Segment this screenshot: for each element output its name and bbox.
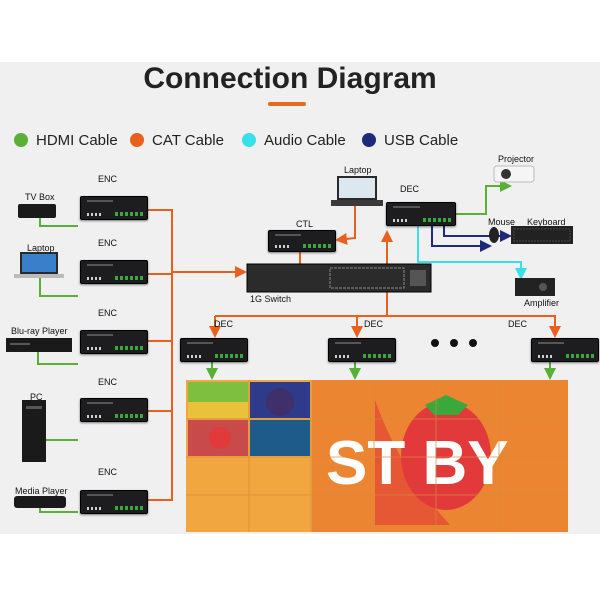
video-wall: ST BY bbox=[186, 380, 568, 532]
diagram-title: Connection Diagram bbox=[143, 62, 437, 95]
label-pc: PC bbox=[30, 392, 43, 402]
label-media-player: Media Player bbox=[15, 486, 68, 496]
decoder-1 bbox=[180, 338, 248, 362]
encoder-4 bbox=[80, 398, 148, 422]
label-mouse: Mouse bbox=[488, 217, 516, 227]
encoder-1 bbox=[80, 196, 148, 220]
label-keyboard: Keyboard bbox=[527, 217, 566, 227]
video-wall-text: ST BY bbox=[326, 429, 509, 498]
laptop-icon bbox=[331, 176, 383, 206]
legend-usb-label: USB Cable bbox=[384, 131, 459, 149]
label-tv-box: TV Box bbox=[25, 192, 55, 202]
label-projector: Projector bbox=[498, 154, 535, 164]
encoder-3 bbox=[80, 330, 148, 354]
decoder-top bbox=[386, 202, 456, 226]
label-switch: 1G Switch bbox=[250, 294, 292, 304]
label-enc-4: ENC bbox=[98, 377, 118, 387]
tv-box-icon bbox=[18, 204, 56, 218]
audio-dot-icon bbox=[242, 133, 256, 147]
label-laptop: Laptop bbox=[344, 165, 372, 175]
legend-audio-label: Audio Cable bbox=[264, 131, 346, 149]
controller-unit bbox=[268, 230, 336, 252]
label-dec-1: DEC bbox=[214, 319, 234, 329]
title-underline bbox=[268, 102, 306, 106]
label-dec-top: DEC bbox=[400, 184, 420, 194]
mouse-icon bbox=[489, 227, 499, 243]
encoder-5 bbox=[80, 490, 148, 514]
hdmi-dot-icon bbox=[14, 133, 28, 147]
label-enc-1: ENC bbox=[98, 174, 118, 184]
label-dec-2: DEC bbox=[364, 319, 384, 329]
laptop-source-icon bbox=[14, 252, 64, 278]
legend-cat: CAT Cable bbox=[130, 131, 224, 149]
decoder-3 bbox=[531, 338, 599, 362]
media-player-icon bbox=[14, 496, 66, 508]
legend-hdmi: HDMI Cable bbox=[14, 131, 118, 149]
bluray-icon bbox=[6, 338, 72, 352]
decoder-2 bbox=[328, 338, 396, 362]
encoder-2 bbox=[80, 260, 148, 284]
label-enc-3: ENC bbox=[98, 308, 118, 318]
projector-icon bbox=[493, 165, 535, 183]
label-bluray: Blu-ray Player bbox=[11, 326, 68, 336]
legend-usb: USB Cable bbox=[362, 131, 458, 149]
label-enc-2: ENC bbox=[98, 238, 118, 248]
pc-tower-icon bbox=[22, 400, 46, 462]
legend-hdmi-label: HDMI Cable bbox=[36, 131, 118, 149]
switch-icon bbox=[246, 263, 432, 293]
keyboard-icon bbox=[511, 226, 573, 244]
label-ctl: CTL bbox=[296, 219, 314, 229]
legend-audio: Audio Cable bbox=[242, 131, 346, 149]
label-dec-3: DEC bbox=[508, 319, 528, 329]
label-amplifier: Amplifier bbox=[524, 298, 560, 308]
label-laptop-source: Laptop bbox=[27, 243, 55, 253]
cat-dot-icon bbox=[130, 133, 144, 147]
amplifier-icon bbox=[515, 278, 555, 296]
legend-cat-label: CAT Cable bbox=[152, 131, 224, 149]
label-enc-5: ENC bbox=[98, 467, 118, 477]
usb-dot-icon bbox=[362, 133, 376, 147]
